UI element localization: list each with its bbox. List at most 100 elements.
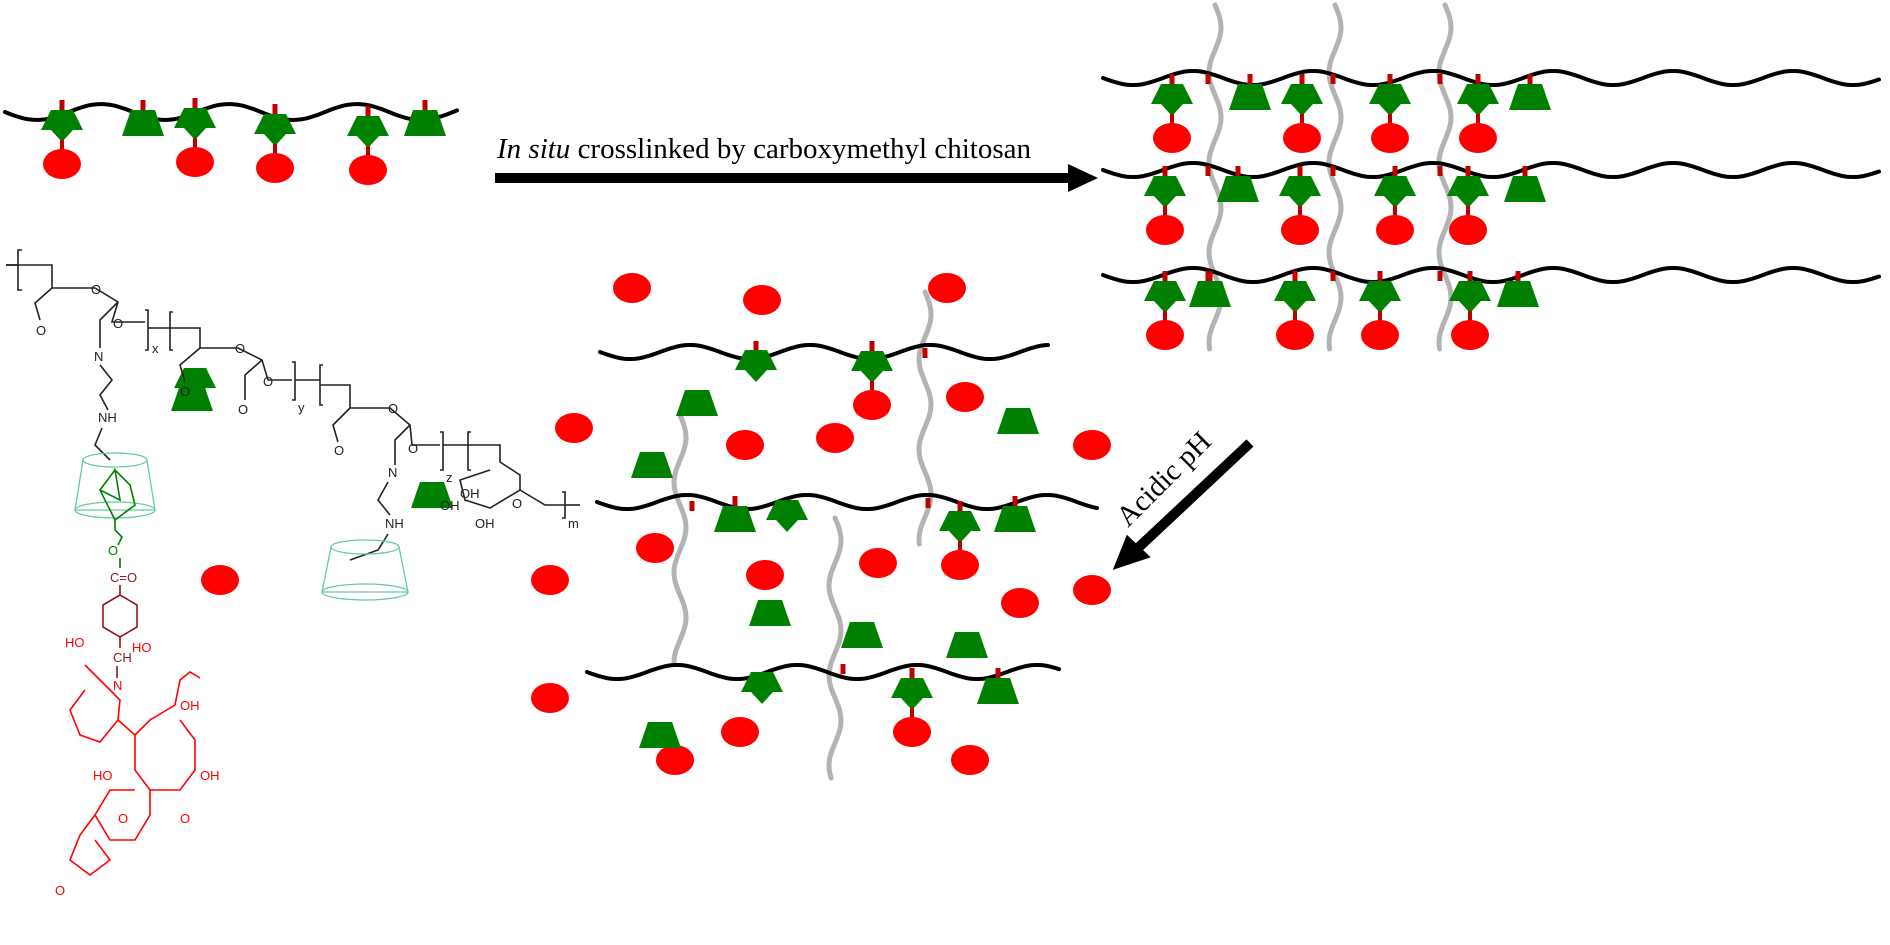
adamantane-linker xyxy=(114,520,123,546)
doxorubicin-dot xyxy=(859,548,897,578)
bracket xyxy=(145,309,149,351)
linkage-mark xyxy=(192,98,198,108)
adamantane-cyclodextrin-pentagon xyxy=(1151,84,1193,116)
subscript-y: y xyxy=(298,400,305,415)
linkage-mark xyxy=(1437,166,1443,176)
cyclodextrin-cone xyxy=(82,452,148,468)
linkage-mark xyxy=(1162,166,1168,176)
linkage-mark xyxy=(922,348,928,358)
adamantane-cyclodextrin-pentagon xyxy=(1449,281,1491,313)
polymer-backbone xyxy=(1101,266,1881,284)
linkage-mark xyxy=(59,100,65,110)
carboxymethyl-chitosan-crosslinker xyxy=(826,515,844,781)
adamantane-cyclodextrin-pentagon xyxy=(1144,281,1186,313)
atom-label-o: O xyxy=(118,811,128,826)
doxorubicin-dot xyxy=(1451,320,1489,350)
linkage-mark xyxy=(1297,166,1303,176)
adamantane-cyclodextrin-pentagon xyxy=(1279,176,1321,208)
doxorubicin-dot xyxy=(928,273,966,303)
subscript-z: z xyxy=(446,470,453,485)
scheme-shapes xyxy=(3,2,1881,781)
bracket xyxy=(440,431,444,471)
aldehyde-bond xyxy=(332,407,351,443)
cyclodextrin-trapezoid xyxy=(1497,281,1539,307)
linkage-mark xyxy=(140,100,146,110)
adamantane-cyclodextrin-pentagon xyxy=(174,368,216,400)
linkage-mark xyxy=(1162,271,1168,281)
adamantane-cyclodextrin-pentagon xyxy=(1457,84,1499,116)
cyclodextrin-trapezoid xyxy=(1229,84,1271,110)
doxorubicin-dot xyxy=(746,560,784,590)
doxorubicin-dot xyxy=(176,147,214,177)
atom-label-ch: CH xyxy=(113,650,132,665)
linkage-mark xyxy=(925,498,931,508)
adamantane-cyclodextrin-pentagon xyxy=(766,500,808,532)
cyclodextrin-trapezoid xyxy=(1189,281,1231,307)
ethylene-linker xyxy=(377,481,391,516)
linkage-mark xyxy=(995,668,1001,678)
doxorubicin-dot xyxy=(1153,123,1191,153)
adamantane-cyclodextrin-pentagon xyxy=(939,511,981,543)
doxorubicin-dot xyxy=(43,149,81,179)
subscript-x: x xyxy=(152,341,159,356)
methylene-bond xyxy=(94,427,111,461)
linkage-mark xyxy=(1299,74,1305,84)
linkage-mark xyxy=(1515,271,1521,281)
polymer-backbone xyxy=(3,101,459,123)
atom-label-o: O xyxy=(113,316,123,331)
atom-label-n: N xyxy=(113,678,122,693)
atom-label-o: O xyxy=(408,441,418,456)
cyclodextrin-trapezoid xyxy=(631,452,673,478)
atom-label-o: O xyxy=(263,374,273,389)
adamantane-cyclodextrin-pentagon xyxy=(1144,176,1186,208)
aldehyde-bond xyxy=(34,287,53,321)
backbone-bond xyxy=(320,384,440,446)
anthracycline-ring xyxy=(94,735,151,841)
adamantane-cyclodextrin-pentagon xyxy=(741,672,783,704)
atom-label-oh: OH xyxy=(475,516,495,531)
atom-label-o: O xyxy=(388,401,398,416)
cyclodextrin-trapezoid xyxy=(1504,176,1546,202)
ethylene-linker xyxy=(99,364,114,411)
doxorubicin-dot xyxy=(816,423,854,453)
linkage-mark xyxy=(1387,74,1393,84)
atom-label-ho: HO xyxy=(65,635,85,650)
doxorubicin-dot xyxy=(555,413,593,443)
cyclodextrin-trapezoid xyxy=(841,622,883,648)
cyclodextrin-cone xyxy=(74,459,156,511)
atom-label-o: O xyxy=(55,883,65,898)
linkage-mark xyxy=(1235,166,1241,176)
doxorubicin-dot xyxy=(946,382,984,412)
doxorubicin-dot xyxy=(721,717,759,747)
doxorubicin-dot xyxy=(1281,215,1319,245)
linkage-mark xyxy=(840,664,846,674)
polymer-backbone xyxy=(598,343,1050,361)
carboxymethyl-chitosan-crosslinker xyxy=(671,412,689,666)
adamantane-cage xyxy=(99,467,136,522)
doxorubicin-dot xyxy=(941,550,979,580)
adamantane-cyclodextrin-pentagon xyxy=(735,350,777,382)
linkage-mark xyxy=(1012,496,1018,506)
cyclodextrin-trapezoid xyxy=(676,390,718,416)
atom-label-oh: OH xyxy=(180,698,200,713)
cyclodextrin-trapezoid xyxy=(1217,176,1259,202)
polymer-backbone xyxy=(585,663,1061,681)
adamantane-cyclodextrin-pentagon xyxy=(851,351,893,383)
doxorubicin-dot xyxy=(656,745,694,775)
cyclodextrin-trapezoid xyxy=(122,110,164,136)
cyclodextrin-cone xyxy=(321,546,409,593)
main-arrow-label-rest: crosslinked by carboxymethyl chitosan xyxy=(570,133,1031,165)
atom-label-o: O xyxy=(235,341,245,356)
atom-label-n: N xyxy=(94,349,103,364)
backbone-bond xyxy=(519,489,565,506)
carboxymethyl-chitosan-crosslinker xyxy=(1436,2,1454,352)
linkage-mark xyxy=(422,100,428,110)
methylene-bond xyxy=(349,533,389,561)
linkage-mark xyxy=(1437,74,1443,84)
subscript-m: m xyxy=(568,516,579,531)
bracket xyxy=(17,249,22,291)
main-arrow-label: In situ crosslinked by carboxymethyl chi… xyxy=(496,133,1031,165)
doxorubicin-dot xyxy=(893,717,931,747)
backbone-bond xyxy=(18,264,145,323)
atom-label-nh: NH xyxy=(385,516,404,531)
